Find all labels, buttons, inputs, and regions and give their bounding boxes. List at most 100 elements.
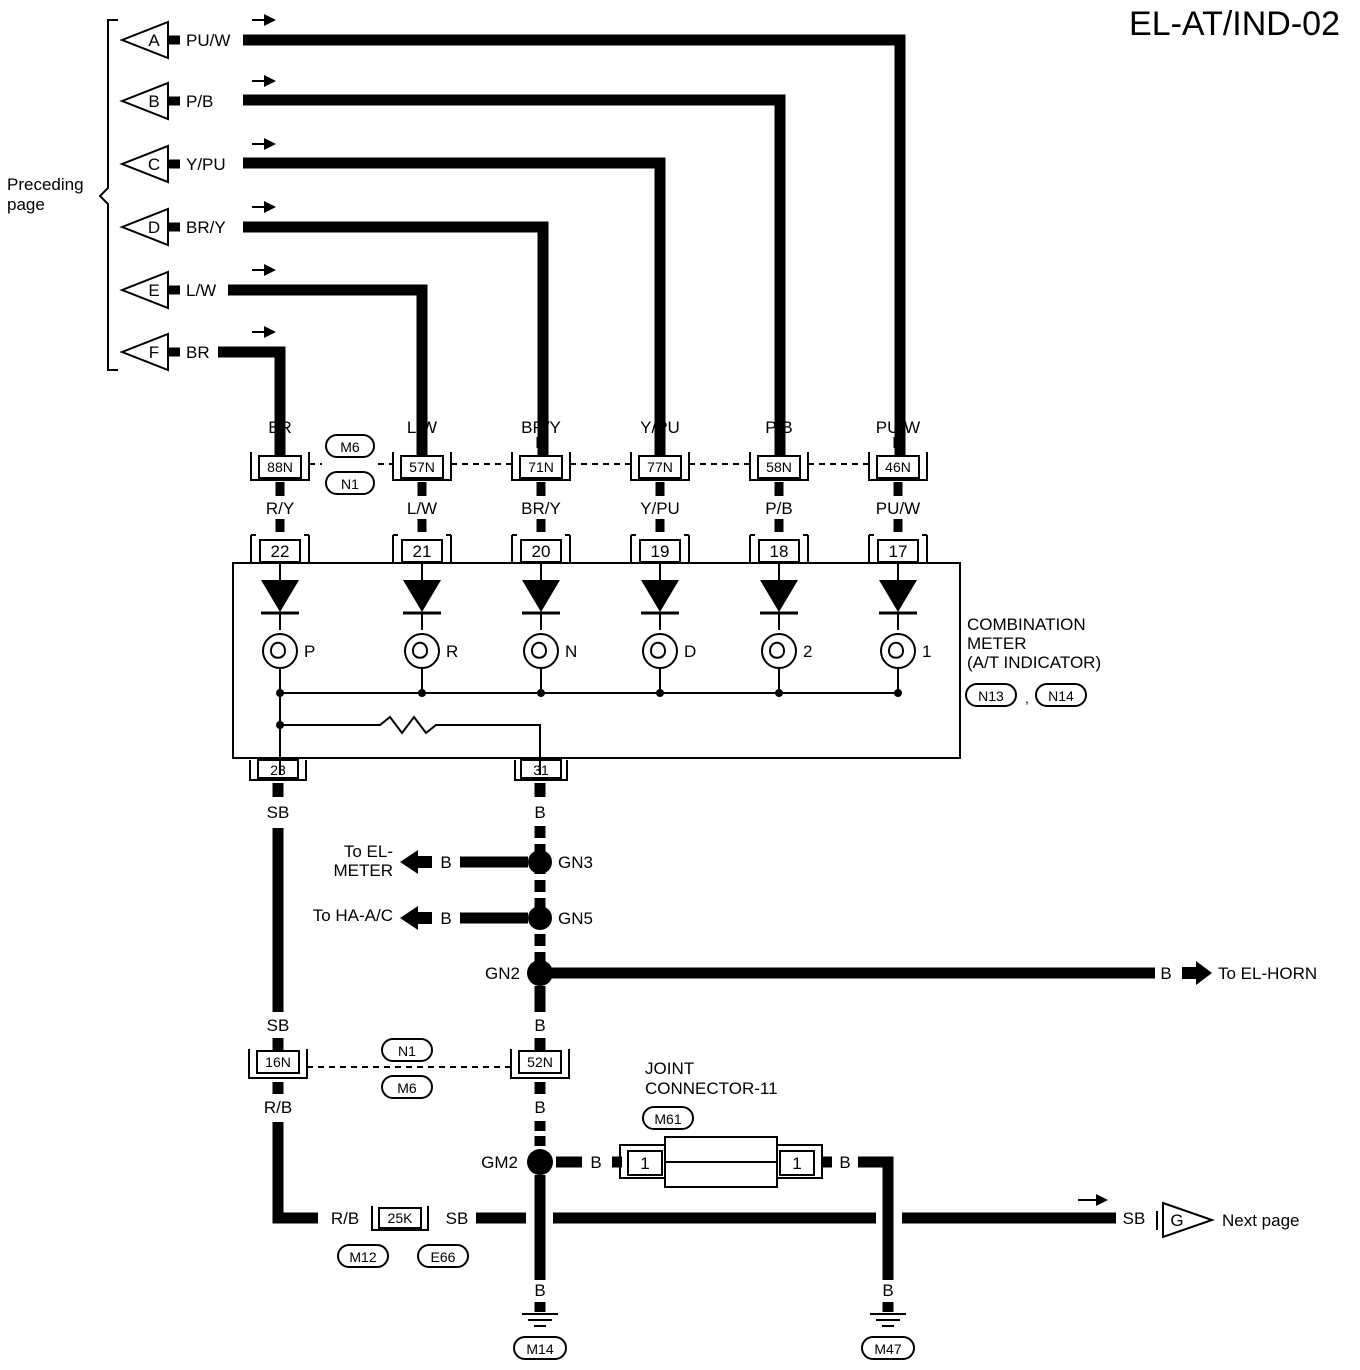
arrow-to-el-meter (400, 850, 432, 874)
splice-gn5-label: GN5 (558, 909, 593, 928)
joint-pin-left: 1 (640, 1154, 649, 1173)
connector-bottom-color: R/Y (266, 499, 294, 518)
connector-pin: 46N (885, 459, 911, 475)
splice-gm2 (527, 1149, 553, 1175)
diode-icon (403, 580, 441, 615)
meter-pin: 19 (651, 542, 670, 561)
input-wires (218, 34, 906, 455)
joint-label-line2: CONNECTOR-11 (645, 1079, 778, 1098)
splice-gn2 (527, 960, 553, 986)
meter-pin-31: 31 (514, 759, 568, 781)
splice-gn2-label: GN2 (485, 964, 520, 983)
lamp-icon (523, 633, 559, 669)
joint-label-line1: JOINT (645, 1059, 694, 1078)
next-page-label: Next page (1222, 1211, 1300, 1230)
connector-pin: 71N (528, 459, 554, 475)
connector-pin: 77N (647, 459, 673, 475)
ground-symbol-m47 (870, 1313, 906, 1327)
ground-symbol-m14 (522, 1313, 558, 1327)
svg-text:B: B (590, 1153, 601, 1172)
preceding-page-brace: Preceding page (7, 19, 118, 371)
svg-text:B: B (882, 1281, 893, 1300)
lamp-label: R (446, 642, 458, 661)
diode-icon (760, 580, 798, 615)
svg-text:B: B (440, 909, 451, 928)
input-letter: C (148, 155, 160, 174)
pin-52n: 52N (527, 1054, 553, 1070)
input-letter: E (148, 281, 159, 300)
diode-icon (879, 580, 917, 615)
gm2-ground-branch: B GM2 B M14 B (481, 1082, 602, 1360)
meter-pin-23: 23 (249, 759, 307, 781)
ground-path-b: B GN3 GN5 GN2 B To EL- METER B To HA-A/C… (313, 783, 1317, 1050)
next-page-connector (1162, 1201, 1216, 1239)
meter-pin: 18 (770, 542, 789, 561)
arrow-to-el-horn (1182, 961, 1212, 985)
wire-l-w (228, 284, 428, 455)
connector-top-color: Y/PU (640, 418, 680, 437)
ground-id-m14: M14 (526, 1341, 553, 1357)
input-letter: B (148, 92, 159, 111)
lamp-label: D (684, 642, 696, 661)
diagram-title: EL-AT/IND-02 (1129, 5, 1340, 43)
next-page-letter: G (1170, 1211, 1183, 1230)
input-wire-color: BR/Y (186, 218, 226, 237)
input-connector-e: E L/W (119, 264, 276, 310)
sb-wire-left: SB SB (267, 783, 290, 1050)
lamp-icon (880, 633, 916, 669)
meter-id-n14: N14 (1048, 688, 1074, 704)
joint-pin-right: 1 (792, 1154, 801, 1173)
to-el-meter-line2: METER (334, 861, 394, 880)
preceding-label-line2: page (7, 195, 45, 214)
connector-bottom-color: Y/PU (640, 499, 680, 518)
wire-y-pu (243, 157, 666, 455)
lamp-icon (404, 633, 440, 669)
sb-label-lower: SB (267, 1016, 290, 1035)
to-el-meter-line1: To EL- (344, 842, 393, 861)
to-ha-ac-label: To HA-A/C (313, 906, 393, 925)
connector-columns: BR88NR/Y22PL/W57NL/W21RBR/Y71NBR/Y20NY/P… (250, 418, 931, 697)
joint-connector-11: JOINT CONNECTOR-11 M61 1 1 B B M47 (612, 1059, 915, 1360)
wire-p-b (243, 94, 786, 455)
svg-text:B: B (534, 1098, 545, 1117)
combination-meter: COMBINATION METER (A/T INDICATOR) N13 , … (232, 562, 1101, 781)
rb-label-horizontal: R/B (331, 1209, 359, 1228)
b-label-pin31: B (534, 803, 545, 822)
input-wire-color: Y/PU (186, 155, 226, 174)
input-connector-b: B P/B (119, 75, 276, 121)
connector-bottom-color: BR/Y (521, 499, 561, 518)
in-line-id-m12: M12 (349, 1249, 376, 1265)
meter-label-line2: METER (967, 634, 1027, 653)
wire-br-y (243, 221, 549, 455)
svg-text:B: B (839, 1153, 850, 1172)
connector-top-color: BR/Y (521, 418, 561, 437)
connector-top-color: L/W (407, 418, 437, 437)
connector-bottom-color: P/B (765, 499, 792, 518)
svg-text:B: B (534, 1016, 545, 1035)
rb-wire: R/B R/B (264, 1082, 359, 1228)
input-wire-color: PU/W (186, 31, 230, 50)
svg-text:B: B (534, 1281, 545, 1300)
meter-pin: 17 (889, 542, 908, 561)
input-wire-color: BR (186, 343, 210, 362)
pin-16n: 16N (265, 1054, 291, 1070)
input-wire-color: L/W (186, 281, 216, 300)
connector-top-color: BR (268, 418, 292, 437)
svg-text:25K: 25K (388, 1210, 414, 1226)
column-19: Y/PU 77N Y/PU 19D (630, 418, 750, 697)
svg-text:23: 23 (270, 762, 286, 778)
input-wire-color: P/B (186, 92, 213, 111)
meter-pin: 22 (271, 542, 290, 561)
input-connector-c: C Y/PU (119, 138, 276, 184)
to-el-horn-label: To EL-HORN (1218, 964, 1317, 983)
meter-pin: 21 (413, 542, 432, 561)
lamp-label: 2 (803, 642, 812, 661)
connector-id-m6: M6 (340, 439, 360, 455)
diode-icon (641, 580, 679, 615)
